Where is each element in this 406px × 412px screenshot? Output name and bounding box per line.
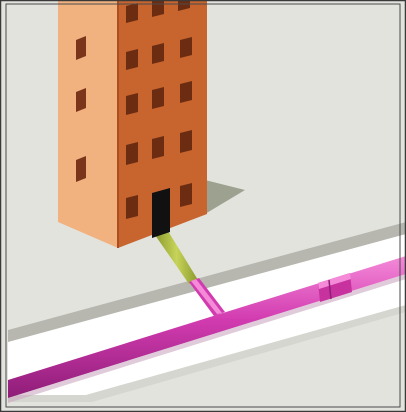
main-pipe: [8, 256, 406, 398]
front-windows: [126, 0, 192, 219]
building-door: [152, 188, 170, 238]
pipe-coupling-edge: [328, 279, 332, 300]
main-pipe-shadow: [8, 274, 406, 403]
building-shadow: [205, 180, 245, 214]
image-inner-border: [5, 3, 401, 408]
service-pipe-lower-highlight: [191, 279, 222, 314]
side-windows: [76, 36, 86, 182]
service-pipe: [155, 231, 198, 284]
road-edge-shadow: [8, 222, 406, 344]
building-side-wall: [58, 0, 118, 248]
pipe-coupling-highlight: [318, 273, 351, 289]
